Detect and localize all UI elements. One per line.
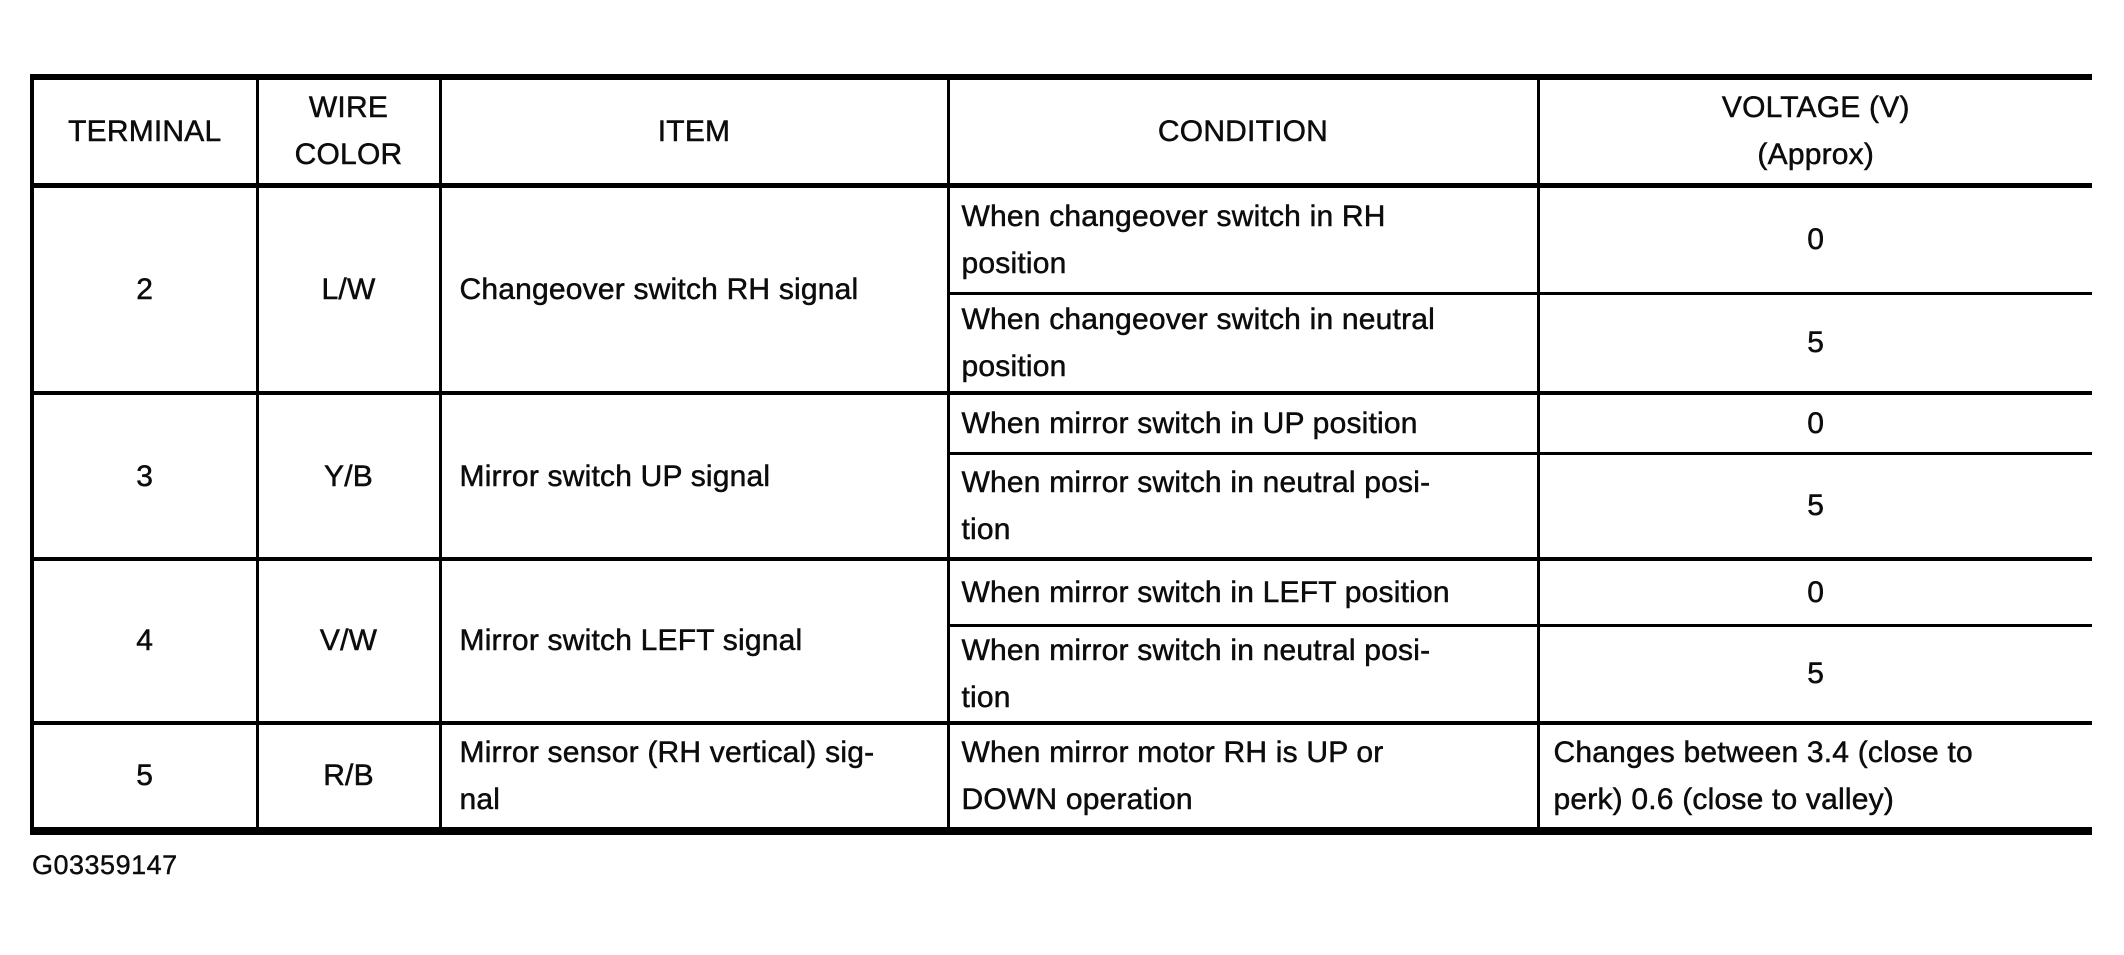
voltage-cell: 0	[1807, 223, 1825, 257]
wire-color-cell: L/W	[257, 185, 442, 393]
table-row: 3 Y/B Mirror switch UP signal When mirro…	[30, 391, 2092, 559]
figure-id-caption: G03359147	[32, 850, 178, 880]
voltage-cell: Changes between 3.4 (close to perk) 0.6 …	[1538, 720, 2092, 835]
condition-cell: When mirror switch in UP position	[948, 391, 1540, 453]
terminal-cell: 2	[30, 185, 259, 393]
voltage-cell: 5	[1538, 623, 2092, 723]
terminal-cell: 4	[30, 557, 259, 723]
voltage-cell: 0	[1538, 557, 2092, 625]
wire-color-cell: R/B	[257, 720, 442, 835]
condition-cell: When changeover switch in neutral positi…	[948, 291, 1540, 393]
item-cell: Mirror switch LEFT signal	[440, 557, 950, 723]
terminal-cell: 5	[30, 720, 259, 835]
terminal-voltage-table: TERMINAL WIRE COLOR ITEM CONDITION VOLTA…	[30, 74, 2092, 835]
condition-cell: When mirror switch in neutral posi- tion	[948, 451, 1540, 559]
voltage-cell: 5	[1538, 291, 2092, 393]
condition-cell: When changeover switch in RH position	[948, 185, 1540, 293]
header-terminal: TERMINAL	[30, 74, 259, 188]
table-row: 4 V/W Mirror switch LEFT signal When mir…	[30, 557, 2092, 723]
table-row: 2 L/W Changeover switch RH signal When c…	[30, 185, 2092, 393]
condition-cell: When mirror motor RH is UP or DOWN opera…	[948, 720, 1540, 835]
table-row: When mirror switch in neutral posi- tion…	[32, 623, 2092, 723]
header-item: ITEM	[440, 74, 950, 188]
item-cell: Mirror sensor (RH vertical) sig- nal	[440, 720, 950, 835]
header-wire-color: WIRE COLOR	[257, 74, 442, 188]
table-row: When mirror switch in neutral posi- tion…	[32, 451, 2092, 559]
table-row: When changeover switch in neutral positi…	[32, 291, 2092, 393]
condition-cell: When mirror switch in neutral posi- tion	[948, 623, 1540, 723]
item-cell: Mirror switch UP signal	[440, 391, 950, 559]
table-header-row: TERMINAL WIRE COLOR ITEM CONDITION VOLTA…	[30, 74, 2092, 188]
table-row: 5 R/B Mirror sensor (RH vertical) sig- n…	[30, 720, 2092, 835]
header-condition: CONDITION	[948, 74, 1540, 188]
terminal-cell: 3	[30, 391, 259, 559]
wire-color-cell: Y/B	[257, 391, 442, 559]
condition-cell: When mirror switch in LEFT position	[948, 557, 1540, 625]
item-cell: Changeover switch RH signal	[440, 185, 950, 393]
voltage-cell: 5	[1538, 451, 2092, 559]
wire-color-cell: V/W	[257, 557, 442, 723]
header-voltage: VOLTAGE (V) (Approx)	[1538, 74, 2092, 188]
voltage-cell: 0	[1538, 391, 2092, 453]
